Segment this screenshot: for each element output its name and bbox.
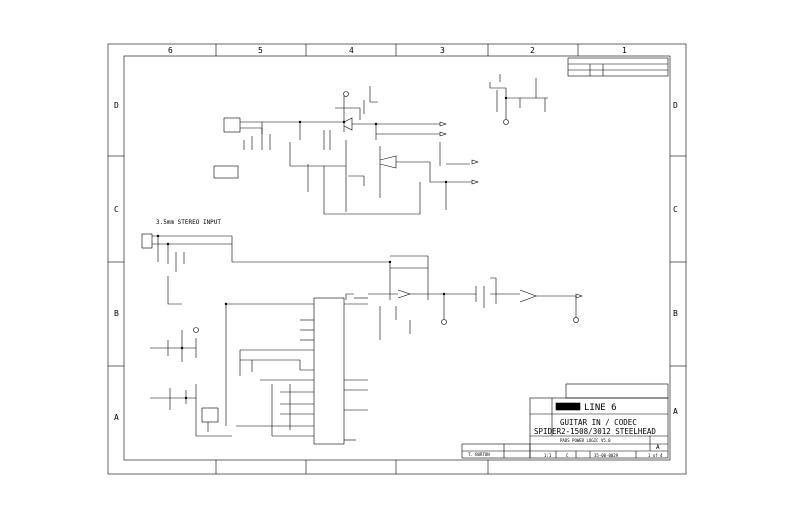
row-label: B [673, 309, 678, 318]
revision-letter: A [656, 444, 660, 451]
sheet-number: 1 of 4 [648, 453, 663, 458]
part-number: 35-00-0029 [594, 453, 619, 458]
row-label: C [114, 205, 119, 214]
column-label: 1 [622, 46, 627, 55]
codec-ic [313, 297, 345, 445]
stereo-input-label: 3.5mm STEREO INPUT [156, 219, 221, 226]
program-name: PADS POWER LOGIC V5.0 [560, 438, 611, 443]
row-label: A [114, 413, 119, 422]
drawn-by: T. BURTON [468, 452, 490, 457]
outer-frame [107, 43, 687, 475]
row-label: D [673, 101, 678, 110]
row-label: D [114, 101, 119, 110]
column-label: 3 [440, 46, 445, 55]
column-label: 5 [258, 46, 263, 55]
inner-frame [123, 55, 671, 461]
title-line-2: SPIDER2-1508/3012 STEELHEAD [534, 427, 656, 436]
scale: 1:1 [544, 453, 552, 458]
sheet-size: C [566, 453, 569, 458]
row-label: A [673, 407, 678, 416]
row-label: B [114, 309, 119, 318]
row-label: C [673, 205, 678, 214]
title-line-1: GUITAR IN / CODEC [560, 418, 637, 427]
column-label: 6 [168, 46, 173, 55]
column-label: 2 [530, 46, 535, 55]
column-label: 4 [349, 46, 354, 55]
company-name: LINE 6 [584, 403, 617, 413]
